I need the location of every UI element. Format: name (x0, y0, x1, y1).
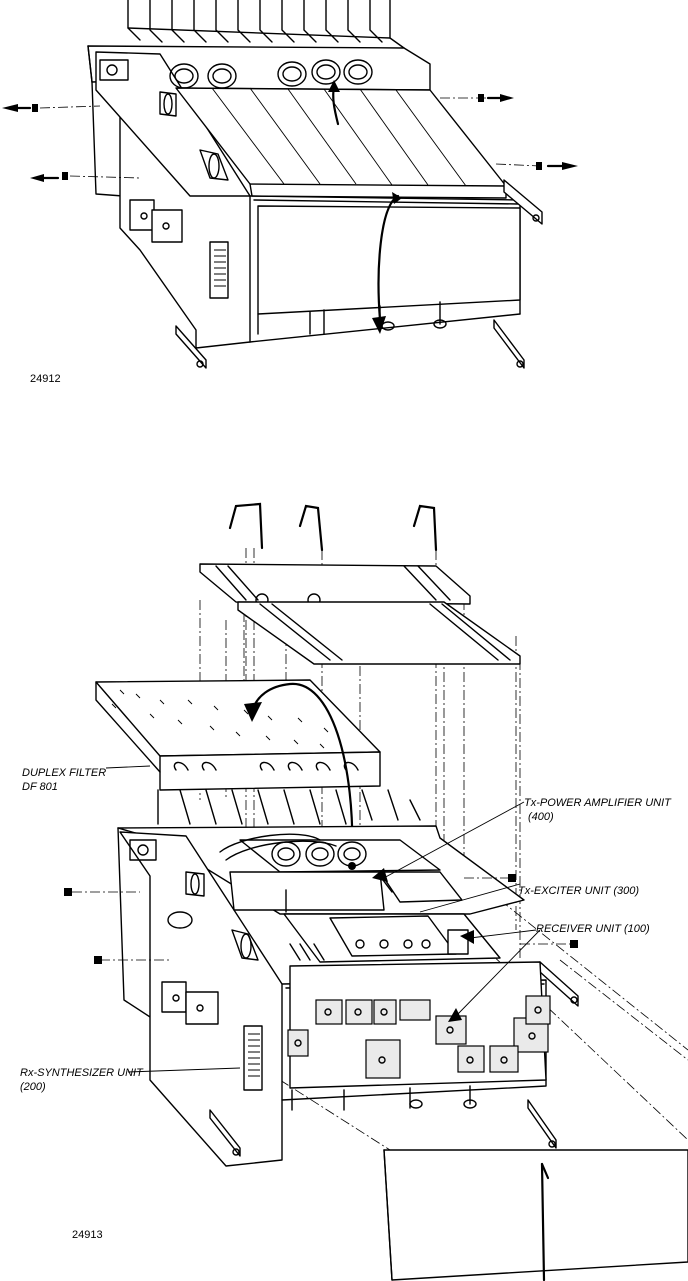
tx-exciter-unit (283, 913, 501, 963)
figure-24912: 24912 (2, 0, 578, 385)
motion-arrows (328, 80, 402, 334)
top-cover (175, 87, 507, 199)
callout-rx-synthesizer-line2: (200) (20, 1081, 46, 1093)
heatsink-fins (127, 0, 405, 49)
figure-number-1: 24912 (30, 373, 61, 385)
filter-removal-arrow (244, 682, 354, 868)
lower-cover-plate (237, 601, 521, 665)
receiver-unit (287, 961, 551, 1089)
screw-removal-indicators (2, 94, 578, 182)
duplex-filter-block (95, 679, 381, 791)
connector-blocks (129, 199, 229, 299)
figure-number-2: 24913 (72, 1229, 103, 1241)
connector-blocks-2 (161, 981, 263, 1091)
callout-rx-synthesizer-line1: Rx-SYNTHESIZER UNIT (20, 1067, 144, 1079)
heatsink-fins-2 (157, 789, 421, 825)
callout-duplex-filter-line2: DF 801 (22, 781, 58, 793)
front-bezel (383, 1149, 688, 1281)
callout-receiver: RECEIVER UNIT (100) (536, 923, 650, 935)
lower-housing (257, 205, 521, 335)
screws-2 (64, 874, 578, 964)
callout-tx-exciter: Tx-EXCITER UNIT (300) (518, 885, 639, 897)
callout-leaders (105, 765, 541, 1073)
figure-24913: DUPLEX FILTER DF 801 Tx-POWER AMPLIFIER … (20, 502, 688, 1281)
mounting-rails (175, 179, 543, 369)
callout-tx-power-amplifier-line1: Tx-POWER AMPLIFIER UNIT (524, 797, 672, 809)
upper-cover-plate (199, 563, 471, 607)
callout-tx-power-amplifier-line2: (400) (528, 811, 554, 823)
tx-power-amplifier-unit (219, 833, 463, 913)
callout-duplex-filter-line1: DUPLEX FILTER (22, 767, 106, 779)
retaining-clips (228, 502, 438, 552)
